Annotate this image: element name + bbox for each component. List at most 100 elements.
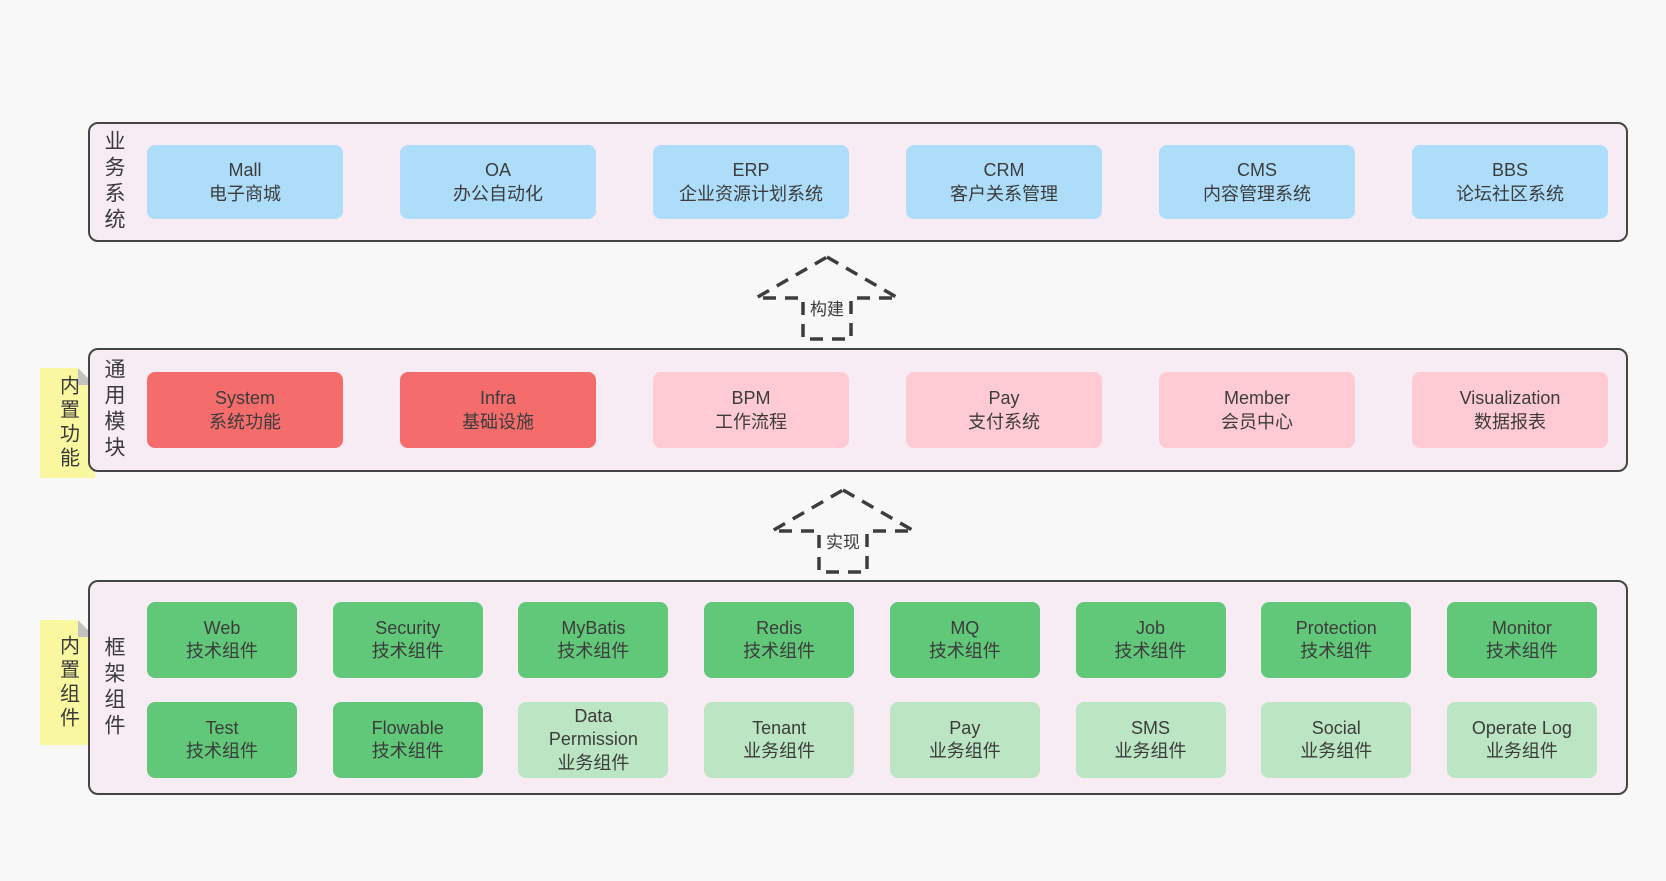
box-title: Mall (228, 159, 262, 180)
box-subtitle: 技术组件 (557, 641, 630, 661)
section-title: 框架组件 (102, 635, 125, 740)
dashed-up-arrow-icon (768, 487, 918, 574)
sticky-tab-built-in-components: 内置组件 (40, 620, 95, 745)
box-subtitle: 技术组件 (1485, 641, 1558, 661)
box-title: MyBatis (561, 617, 626, 638)
section-title: 通用模块 (102, 358, 125, 462)
box-test: Test 技术组件 (147, 702, 297, 778)
box-subtitle: 技术组件 (743, 641, 816, 661)
box-pay: Pay 业务组件 (889, 702, 1040, 778)
box-subtitle: 技术组件 (186, 741, 258, 761)
box-subtitle: 论坛社区系统 (1456, 184, 1564, 204)
box-subtitle: 数据报表 (1474, 412, 1546, 432)
box-subtitle: 业务组件 (1114, 741, 1187, 761)
box-mybatis: MyBatis 技术组件 (518, 602, 669, 678)
box-title: Pay (988, 387, 1020, 408)
box-system: System 系统功能 (147, 372, 343, 448)
arrow-label: 实现 (823, 527, 863, 554)
box-title: Security (375, 617, 441, 638)
box-subtitle: 企业资源计划系统 (679, 184, 823, 204)
box-subtitle: 业务组件 (1485, 741, 1558, 761)
box-subtitle: 业务组件 (743, 741, 816, 761)
box-title: Member (1223, 387, 1290, 408)
box-flowable: Flowable 技术组件 (332, 702, 483, 778)
box-pay: Pay 支付系统 (906, 372, 1102, 448)
box-subtitle: 业务组件 (928, 741, 1001, 761)
sticky-tab-label: 内置组件 (56, 634, 79, 731)
box-title: Web (203, 617, 241, 638)
box-member: Member 会员中心 (1159, 372, 1355, 448)
box-subtitle: 系统功能 (209, 412, 281, 432)
box-mq: MQ 技术组件 (889, 602, 1040, 678)
box-title: Operate Log (1471, 717, 1572, 738)
box-title: BBS (1491, 159, 1529, 180)
section-common-modules: 通用模块 System 系统功能 Infra 基础设施 BPM 工作流程 Pay 支付系统 Me… (88, 348, 1628, 472)
box-operate-log: Operate Log 业务组件 (1446, 702, 1597, 778)
box-security: Security 技术组件 (332, 602, 483, 678)
sticky-tab-built-in-features: 内置功能 (40, 368, 95, 478)
box-sms: SMS 业务组件 (1075, 702, 1226, 778)
box-title: Social (1311, 717, 1361, 738)
box-subtitle: 电子商城 (209, 184, 281, 204)
box-subtitle: 会员中心 (1221, 412, 1293, 432)
box-redis: Redis 技术组件 (704, 602, 855, 678)
box-subtitle: 技术组件 (1300, 641, 1373, 661)
box-infra: Infra 基础设施 (400, 372, 596, 448)
box-mall: Mall 电子商城 (147, 145, 343, 219)
box-social: Social 业务组件 (1261, 702, 1412, 778)
box-title: Data Permission (548, 705, 638, 750)
up-arrow-build: 构建 (752, 254, 902, 342)
box-title: MQ (950, 617, 980, 638)
box-subtitle: 办公自动化 (453, 184, 543, 204)
box-title: ERP (732, 159, 770, 180)
box-job: Job 技术组件 (1075, 602, 1226, 678)
box-tenant: Tenant 业务组件 (704, 702, 855, 778)
box-title: SMS (1131, 717, 1171, 738)
box-subtitle: 工作流程 (715, 412, 787, 432)
box-subtitle: 业务组件 (557, 752, 630, 773)
box-title: Protection (1295, 617, 1377, 638)
box-title: Flowable (371, 717, 444, 738)
box-subtitle: 基础设施 (462, 412, 534, 432)
box-subtitle: 业务组件 (1300, 741, 1373, 761)
box-title: System (214, 387, 275, 408)
box-subtitle: 客户关系管理 (950, 184, 1058, 204)
box-title: Monitor (1491, 617, 1552, 638)
box-web: Web 技术组件 (147, 602, 297, 678)
box-protection: Protection 技术组件 (1261, 602, 1412, 678)
box-subtitle: 技术组件 (928, 641, 1001, 661)
box-subtitle: 技术组件 (1114, 641, 1187, 661)
box-subtitle: 支付系统 (968, 412, 1040, 432)
box-bbs: BBS 论坛社区系统 (1412, 145, 1608, 219)
box-erp: ERP 企业资源计划系统 (653, 145, 849, 219)
box-title: OA (484, 159, 511, 180)
box-row: System 系统功能 Infra 基础设施 BPM 工作流程 Pay 支付系统 Member 会… (147, 372, 1608, 448)
box-title: Visualization (1459, 387, 1561, 408)
section-title: 业务系统 (102, 130, 125, 234)
box-title: Redis (756, 617, 803, 638)
box-title: BPM (731, 387, 771, 408)
arrow-label: 构建 (807, 294, 847, 321)
box-visualization: Visualization 数据报表 (1412, 372, 1608, 448)
up-arrow-implement: 实现 (768, 487, 918, 575)
box-title: CMS (1237, 159, 1277, 180)
box-monitor: Monitor 技术组件 (1446, 602, 1597, 678)
box-subtitle: 技术组件 (371, 741, 444, 761)
box-title: Tenant (752, 717, 807, 738)
dashed-up-arrow-icon (752, 254, 902, 341)
box-title: Pay (949, 717, 981, 738)
box-subtitle: 技术组件 (186, 641, 258, 661)
sticky-tab-label: 内置功能 (56, 375, 79, 471)
box-title: Infra (479, 387, 517, 408)
box-subtitle: 技术组件 (371, 641, 444, 661)
box-bpm: BPM 工作流程 (653, 372, 849, 448)
box-title: Test (205, 717, 239, 738)
box-title: Job (1136, 617, 1166, 638)
